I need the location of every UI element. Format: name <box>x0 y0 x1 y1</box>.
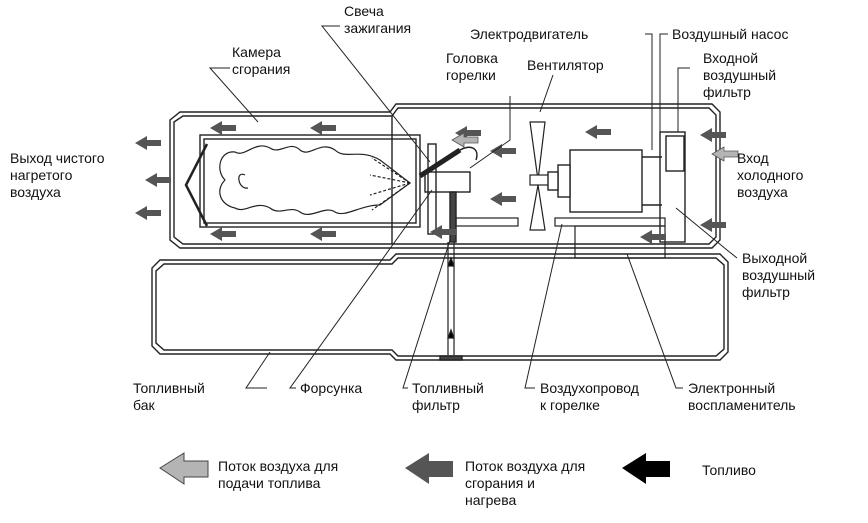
label-spark-plug: Свеча зажигания <box>344 3 412 36</box>
label-inlet-air-filter: Входной воздушный фильтр <box>703 50 777 100</box>
air-duct <box>455 217 666 259</box>
legend-arrows <box>159 452 670 485</box>
label-electronic-igniter: Электронный воспламенитель <box>688 380 796 413</box>
fan <box>529 121 553 231</box>
label-fuel-tank: Топливный бак <box>133 380 205 413</box>
label-air-pump: Воздушный насос <box>672 26 789 42</box>
leader-lines <box>208 25 738 389</box>
label-motor: Электродвигатель <box>470 26 589 42</box>
legend-fuel-air-label: Поток воздуха для подачи топлива <box>218 458 339 491</box>
spark-plug <box>418 146 478 179</box>
legend-fuel-label: Топливо <box>702 462 756 478</box>
burner-head <box>424 143 471 243</box>
motor <box>547 149 643 213</box>
fuel-line <box>447 242 455 355</box>
legend-arrow-combustion-air <box>405 453 453 484</box>
label-burner-air-duct: Воздухопровод к горелке <box>540 380 639 413</box>
label-nozzle: Форсунка <box>300 380 363 396</box>
label-combustion-chamber: Камера сгорания <box>232 44 291 77</box>
label-outlet-air-filter: Выходной воздушный фильтр <box>742 250 816 300</box>
legend-arrow-fuel <box>622 453 670 484</box>
flame <box>219 145 412 215</box>
label-fan: Вентилятор <box>527 57 604 73</box>
combustion-chamber <box>184 134 421 228</box>
legend-combustion-air-label: Поток воздуха для сгорания и нагрева <box>465 458 586 508</box>
label-cold-air-inlet: Вход холодного воздуха <box>737 150 804 200</box>
label-clean-hot-air-outlet: Выход чистого нагретого воздуха <box>10 150 105 200</box>
label-fuel-filter: Топливный фильтр <box>412 380 484 413</box>
legend-arrow-fuel-air <box>159 452 209 485</box>
label-burner-head: Головка горелки <box>446 50 498 83</box>
fuel-tank <box>151 253 729 361</box>
air-pump <box>642 131 686 243</box>
